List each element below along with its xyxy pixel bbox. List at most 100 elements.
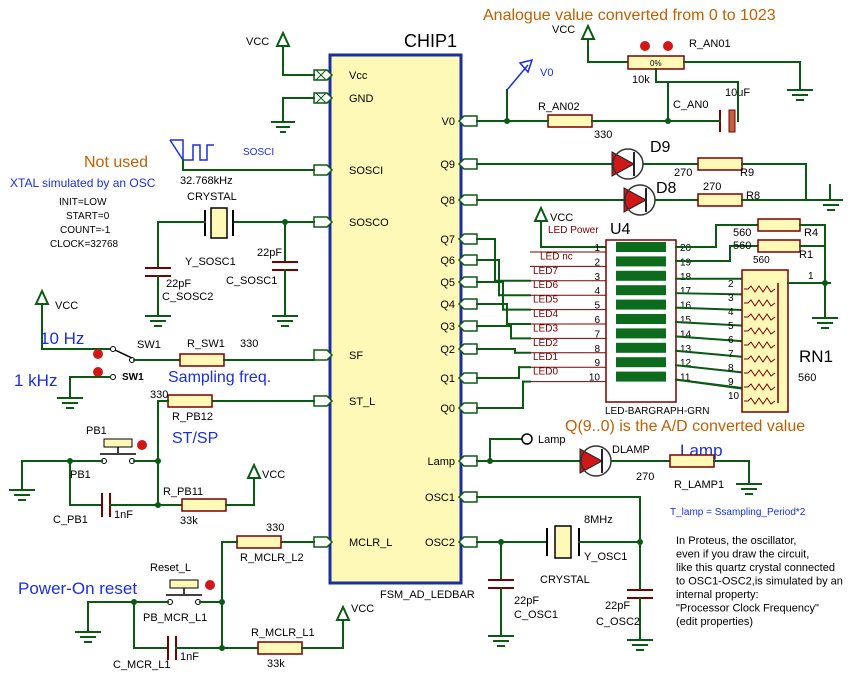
chip-pin-label: Q5 (440, 277, 455, 289)
svg-text:R_MCLR_L2: R_MCLR_L2 (240, 552, 304, 564)
bargraph-pin-right: 15 (680, 315, 692, 326)
r-sw1[interactable]: R_SW1 330 (179, 338, 315, 367)
r4[interactable]: 560 R4 (675, 218, 826, 248)
chip-pin-label: Q6 (440, 255, 455, 267)
pushbutton-pb1[interactable]: PB1 PB1 (9, 425, 161, 501)
rn1-resistor (744, 327, 776, 335)
chip-pin-label: Q0 (440, 403, 455, 415)
svg-text:C_SOSC1: C_SOSC1 (226, 275, 277, 287)
chip-pin-q7[interactable] (457, 233, 478, 245)
rn1-resistor (744, 313, 776, 321)
10hz-annotation: 10 Hz (40, 329, 84, 348)
chip-pin-sosco[interactable] (313, 216, 334, 228)
bargraph-pin-right: 14 (680, 329, 692, 340)
chip-pin-sosci[interactable] (313, 164, 334, 176)
svg-text:R9: R9 (740, 167, 754, 179)
led-dlamp[interactable]: DLAMP 270 R_LAMP1 (489, 444, 762, 495)
svg-text:C_OSC2: C_OSC2 (596, 616, 640, 628)
led-d9[interactable]: D9 270 R9 (476, 139, 807, 201)
svg-text:330: 330 (240, 338, 258, 350)
led-d8[interactable]: D8 270 R8 (476, 180, 843, 216)
rn1-resistor (744, 285, 776, 293)
vcc-sw1: VCC (34, 288, 111, 350)
bargraph-pin-right: 19 (680, 257, 692, 268)
svg-text:33k: 33k (267, 658, 285, 670)
svg-text:VCC: VCC (246, 36, 269, 48)
pot-increase-icon[interactable] (663, 41, 673, 51)
svg-text:SW1: SW1 (122, 372, 144, 383)
pot-r-an01[interactable]: 0% R_AN01 10k (627, 38, 801, 86)
crystal-y-osc1[interactable]: 8MHz Y_OSC1 CRYSTAL (540, 514, 641, 586)
switch-sw1[interactable]: SW1 SW1 (57, 339, 181, 409)
chip-body[interactable] (328, 53, 463, 585)
cap-c-osc1[interactable]: 22pF C_OSC1 (488, 541, 558, 647)
svg-text:Y_OSC1: Y_OSC1 (584, 551, 627, 563)
chip-pin-label: Q7 (440, 234, 455, 246)
cap-c-sosc2[interactable]: 22pF C_SOSC2 (145, 267, 213, 327)
r-mclr-l1[interactable]: R_MCLR_L1 33k VCC (219, 603, 374, 670)
chip-pin-osc1[interactable] (457, 491, 478, 503)
svg-text:DLAMP: DLAMP (612, 444, 650, 456)
chip-pin-q8[interactable] (457, 194, 478, 206)
chip-pin-q3[interactable] (457, 320, 478, 332)
cap-c-mcr-l1[interactable]: 1nF C_MCR_L1 (113, 601, 223, 671)
chip-pin-gnd[interactable] (313, 92, 334, 104)
svg-text:270: 270 (703, 181, 721, 193)
r-pb12[interactable]: 330 R_PB12 (150, 389, 315, 462)
cap-c-pb1[interactable]: 1nF C_PB1 (53, 460, 159, 526)
svg-text:330: 330 (594, 129, 612, 141)
chip-pin-osc2[interactable] (457, 536, 478, 548)
pb1-press-icon[interactable] (137, 440, 147, 450)
rn1-resistor (744, 383, 776, 391)
cap-c-an0[interactable]: C_AN0 10uF (667, 81, 750, 133)
rn1-pin: 9 (728, 377, 734, 388)
r1[interactable]: 560 R1 (675, 239, 826, 262)
chip-pin-q2[interactable] (457, 343, 478, 355)
chip-pin-q1[interactable] (457, 372, 478, 384)
bargraph-led-label: LED4 (533, 309, 558, 320)
rn1-pin: 2 (728, 279, 734, 290)
switch-up-icon[interactable] (93, 349, 103, 359)
cap-c-osc2[interactable]: 22pF C_OSC2 (596, 589, 653, 651)
bargraph-led-label: LED0 (533, 367, 558, 378)
chip-pin-q9[interactable] (457, 158, 478, 170)
pushbutton-reset-l[interactable]: Reset_L PB_MCR_L1 (75, 562, 225, 643)
svg-text:R_SW1: R_SW1 (187, 338, 225, 350)
svg-text:CRYSTAL: CRYSTAL (540, 574, 590, 586)
chip-pin-label: MCLR_L (349, 537, 392, 549)
svg-text:22pF: 22pF (257, 247, 282, 259)
svg-text:22pF: 22pF (605, 600, 630, 612)
v0-probe[interactable]: V0 (506, 58, 553, 122)
rn1-pin: 4 (728, 307, 734, 318)
svg-text:PB_MCR_L1: PB_MCR_L1 (143, 612, 207, 624)
chip-pin-q4[interactable] (457, 298, 478, 310)
lamp-probe[interactable]: Lamp (476, 433, 566, 464)
crystal-y-sosc1[interactable]: CRYSTAL Y_SOSC1 (157, 191, 315, 269)
chip-pin-lamp[interactable] (457, 455, 478, 467)
svg-text:VCC: VCC (55, 300, 78, 312)
chip-pin-q5[interactable] (457, 276, 478, 288)
r-pb11[interactable]: R_PB11 33k VCC (155, 460, 285, 527)
chip-pin-vcc[interactable] (313, 69, 334, 81)
reset-press-icon[interactable] (205, 580, 215, 590)
bargraph-led-label: LED1 (533, 352, 558, 363)
rn1-pin: 6 (728, 335, 734, 346)
chip-pin-sf[interactable] (313, 349, 334, 361)
bargraph-pin-left: 8 (594, 344, 600, 355)
switch-down-icon[interactable] (93, 367, 103, 377)
chip-pin-q0[interactable] (457, 402, 478, 414)
resistor-network-rn1[interactable] (741, 269, 789, 413)
svg-text:1nF: 1nF (114, 509, 133, 521)
clock-generator-icon[interactable] (169, 139, 315, 171)
r-mclr-l2[interactable]: 330 R_MCLR_L2 (221, 522, 315, 641)
pot-decrease-icon[interactable] (640, 41, 650, 51)
chip-pin-mclr_l[interactable] (313, 536, 334, 548)
cap-c-sosc1[interactable]: 22pF C_SOSC1 (226, 221, 298, 327)
chip-pin-v0[interactable] (457, 115, 478, 127)
bargraph-segment (616, 357, 666, 368)
r-an02[interactable]: R_AN02 330 (476, 101, 701, 141)
chip-pin-st_l[interactable] (313, 395, 334, 407)
chip-pin-q6[interactable] (457, 254, 478, 266)
